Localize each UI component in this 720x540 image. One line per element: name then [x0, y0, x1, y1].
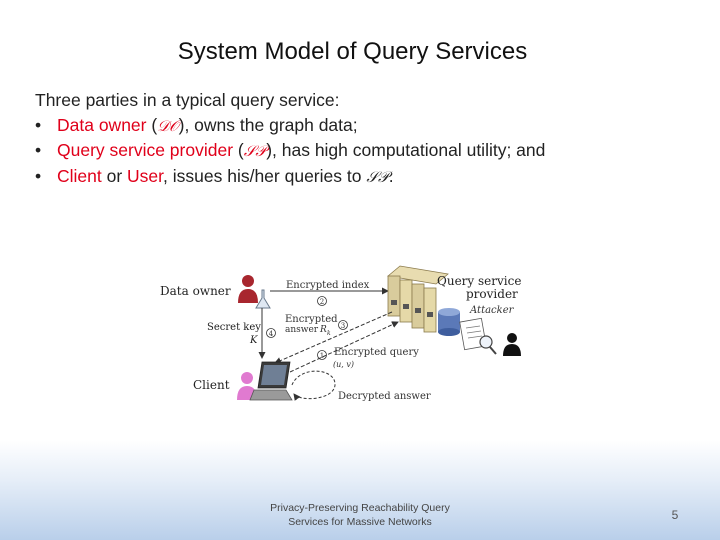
encrypted-text: Encrypted — [285, 314, 338, 325]
data-owner-text: Data owner — [160, 284, 231, 298]
footer-caption: Privacy-Preserving Reachability Query Se… — [240, 501, 480, 529]
encrypted-index-text: Encrypted index — [286, 280, 370, 291]
decrypted-answer-loop — [292, 371, 335, 399]
secret-key-var: K — [249, 335, 258, 346]
secret-key-text: Secret key — [207, 322, 261, 333]
step-number: 2 — [320, 298, 324, 306]
data-owner-person-icon — [238, 275, 258, 303]
step-number: 3 — [341, 322, 345, 330]
encrypted-query-text: Encrypted query — [334, 347, 419, 358]
client-text: Client — [193, 378, 230, 392]
step-number: 1 — [320, 352, 324, 360]
attacker-person-icon — [503, 333, 521, 356]
page-number: 5 — [660, 508, 690, 522]
footer-line-2: Services for Massive Networks — [240, 515, 480, 529]
flask-icon — [256, 290, 270, 308]
answer-text: answer — [285, 325, 319, 335]
decrypted-answer-text: Decrypted answer — [338, 391, 431, 402]
attacker-text: Attacker — [469, 305, 515, 316]
magnifier-icon — [480, 336, 496, 354]
database-icon — [438, 308, 460, 336]
step-number: 4 — [269, 330, 274, 338]
answer-sub: k — [327, 330, 331, 337]
laptop-icon — [250, 362, 292, 400]
query-formula: (u, v) — [333, 360, 354, 369]
answer-var: R — [319, 325, 327, 335]
query-service-text: Query service — [437, 274, 521, 288]
footer-line-1: Privacy-Preserving Reachability Query — [240, 501, 480, 515]
provider-text: provider — [466, 287, 518, 301]
